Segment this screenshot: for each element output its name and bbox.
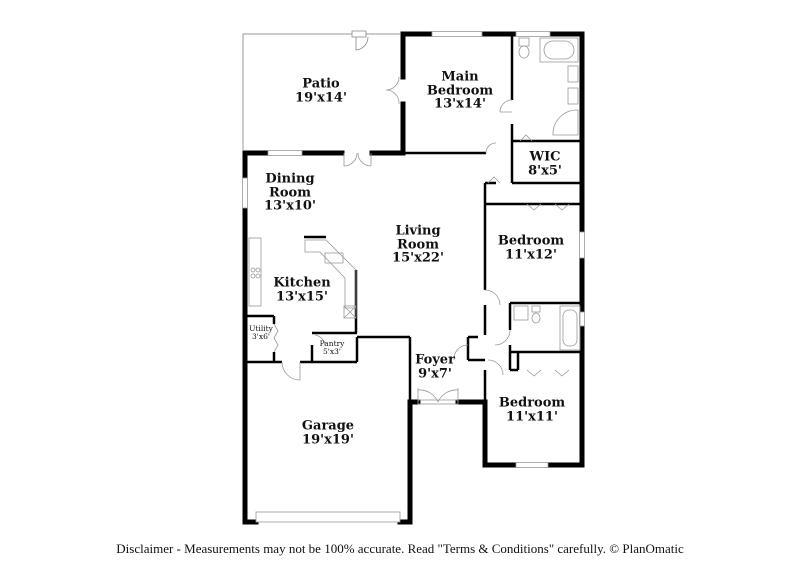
room-dimensions: 13'x14' — [434, 96, 486, 112]
patio-door-icon — [351, 30, 369, 51]
room-name: Bedroom — [498, 395, 566, 411]
room-dimensions: 9'x7' — [418, 366, 452, 381]
fixtures — [248, 37, 581, 405]
room-name: Main — [441, 69, 479, 85]
room-name: Kitchen — [273, 275, 331, 291]
disclaimer-text: Disclaimer - Measurements may not be 100… — [116, 541, 684, 556]
exterior-walls — [242, 31, 585, 525]
room-name: Utility — [249, 324, 273, 334]
room-name: Room — [397, 237, 439, 253]
room-name: Bedroom — [497, 233, 565, 249]
room-dimensions: 3'x6' — [252, 332, 270, 341]
room-name: Bedroom — [426, 83, 494, 99]
room-dimensions: 8'x5' — [528, 163, 562, 178]
room-dimensions: 11'x11' — [506, 409, 558, 424]
room-dimensions: 11'x12' — [505, 247, 557, 262]
room-name: Room — [269, 185, 311, 201]
room-dimensions: 19'x14' — [295, 90, 347, 105]
room-name: Foyer — [415, 352, 455, 368]
room-dimensions: 15'x22' — [392, 250, 444, 266]
room-dimensions: 13'x10' — [264, 198, 316, 214]
windows — [242, 31, 585, 523]
room-dimensions: 5'x3' — [323, 347, 341, 356]
room-dimensions: 13'x15' — [276, 289, 328, 304]
room-name: Pantry — [319, 339, 345, 349]
room-name: WIC — [529, 149, 561, 165]
patio-outline — [242, 33, 400, 150]
room-name: Dining — [265, 171, 315, 187]
room-name: Living — [395, 223, 441, 239]
room-name: Garage — [301, 418, 355, 434]
room-dimensions: 19'x19' — [302, 432, 354, 447]
room-name: Patio — [302, 76, 340, 92]
